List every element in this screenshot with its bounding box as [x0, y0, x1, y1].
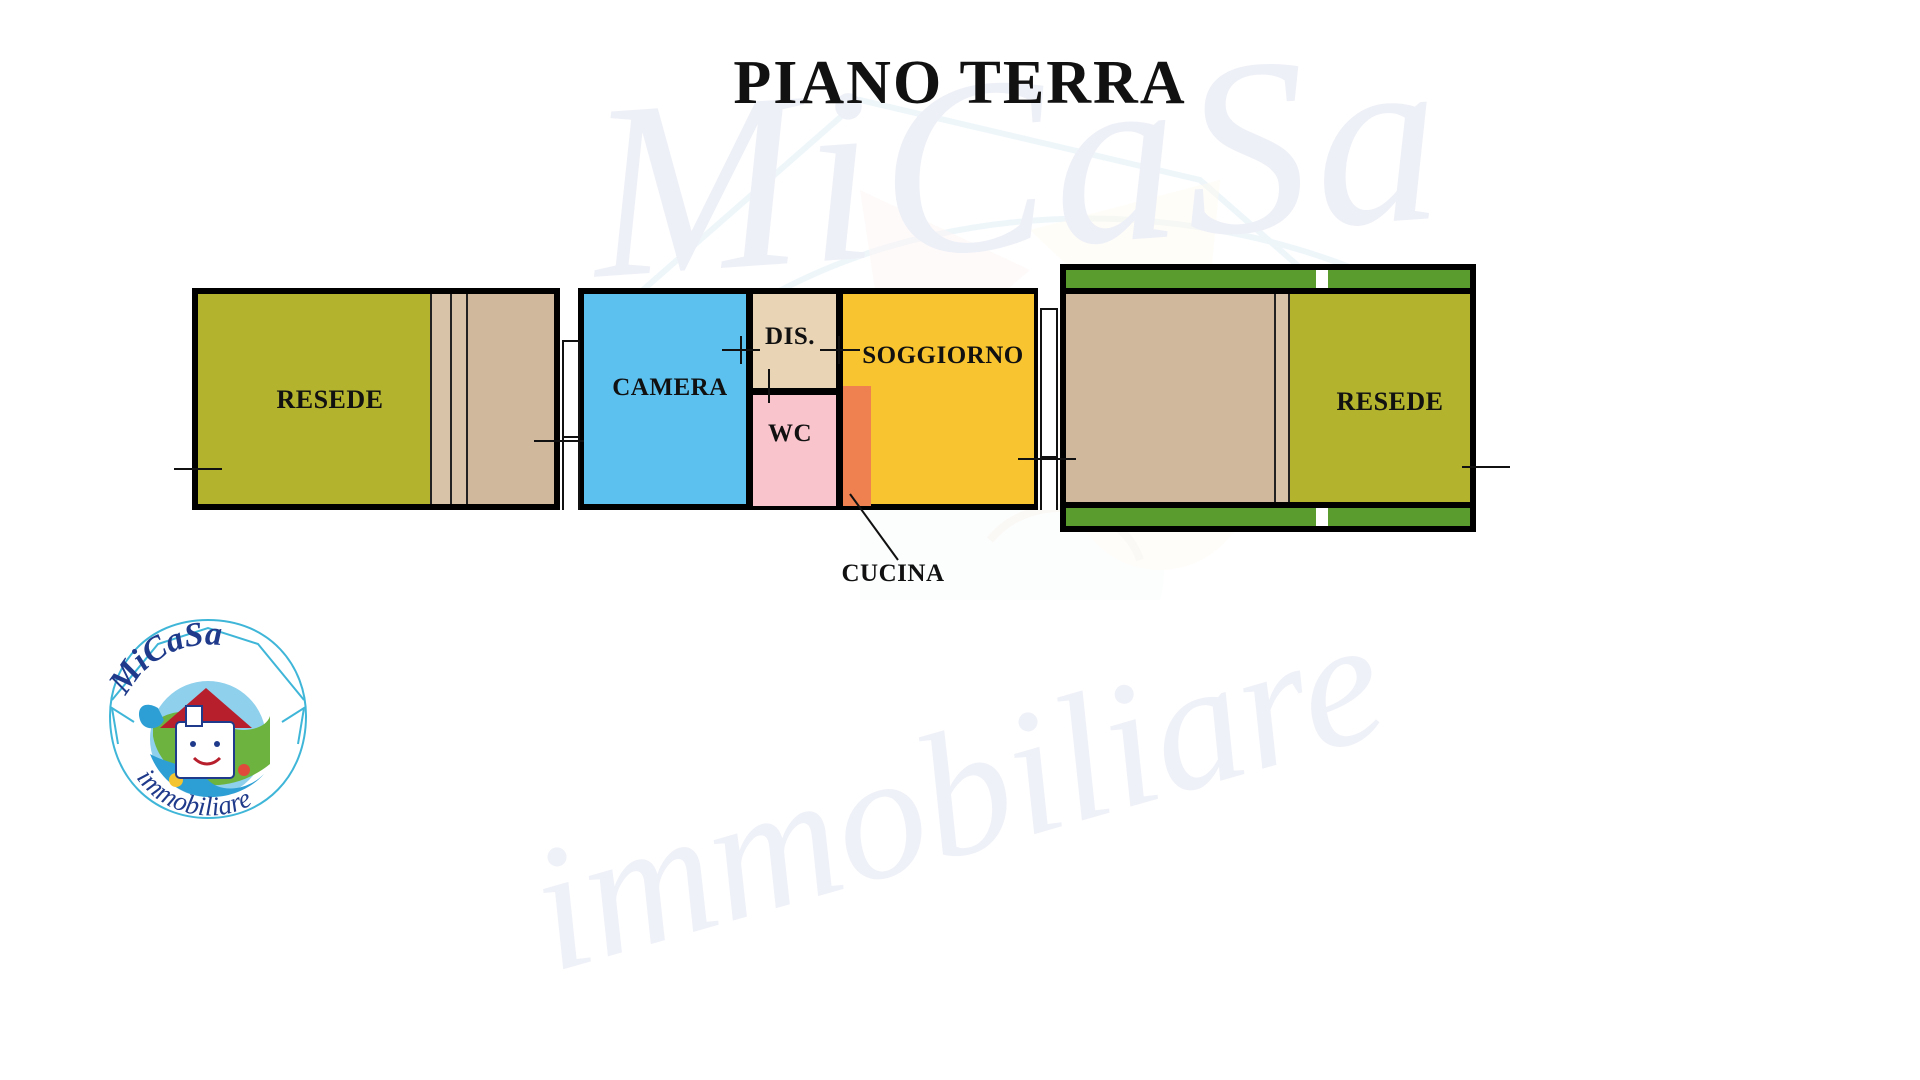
page-title: PIANO TERRA [733, 49, 1187, 117]
resede-left-fill [198, 294, 430, 504]
right-outer-tick [1462, 466, 1510, 468]
watermark-brand-bottom: immobiliare [509, 577, 1404, 1010]
wall-dis-wc [753, 388, 836, 395]
left-yard-block [192, 288, 560, 510]
left-yard-divider-3 [466, 294, 468, 504]
room-cucina [843, 386, 871, 506]
right-yard-gate-bottom [1316, 508, 1328, 526]
left-yard-divider-2 [450, 294, 452, 504]
left-gap-tick [534, 440, 584, 442]
door-tick-dis-wc-v [768, 369, 770, 403]
door-tick-camera-dis-v [740, 336, 742, 364]
door-tick-dis-soggiorno-v [838, 336, 840, 364]
room-label-soggiorno: SOGGIORNO [862, 342, 1024, 369]
right-yard-wall-top [1066, 288, 1470, 294]
left-yard-strip-b [452, 294, 466, 504]
right-yard-wall-bottom [1066, 502, 1470, 508]
room-label-resede-right: RESEDE [1336, 387, 1444, 416]
right-yard-divider-1 [1274, 294, 1276, 502]
right-yard-divider-2 [1288, 294, 1290, 502]
right-yard-grass-bottom [1066, 508, 1470, 526]
left-gap-door-frame [562, 340, 580, 438]
left-yard-strip-a [432, 294, 450, 504]
right-yard-court [1066, 294, 1274, 502]
cucina-callout-line [849, 493, 899, 561]
right-gap-door-frame-lower [1040, 458, 1058, 510]
left-outer-tick [174, 468, 222, 470]
room-wc [753, 395, 836, 506]
right-yard-gate-top [1316, 270, 1328, 288]
room-label-wc: WC [767, 420, 813, 447]
door-tick-dis-soggiorno-h [820, 349, 860, 351]
right-yard-strip [1276, 294, 1288, 502]
room-label-cucina: CUCINA [841, 560, 945, 587]
right-yard-grass-top [1066, 270, 1470, 288]
room-label-disimpegno: DIS. [765, 323, 815, 350]
left-yard-divider-1 [430, 294, 432, 504]
left-gap-door-frame-lower [562, 438, 580, 510]
wall-dis-soggiorno [836, 294, 843, 504]
brand-logo: MiCaSa immobiliare [101, 615, 308, 821]
room-label-camera: CAMERA [612, 374, 728, 401]
right-gap-tick [1018, 458, 1076, 460]
right-gap-door-frame [1040, 308, 1058, 458]
room-soggiorno [843, 294, 1034, 504]
room-label-resede-left: RESEDE [276, 385, 384, 414]
